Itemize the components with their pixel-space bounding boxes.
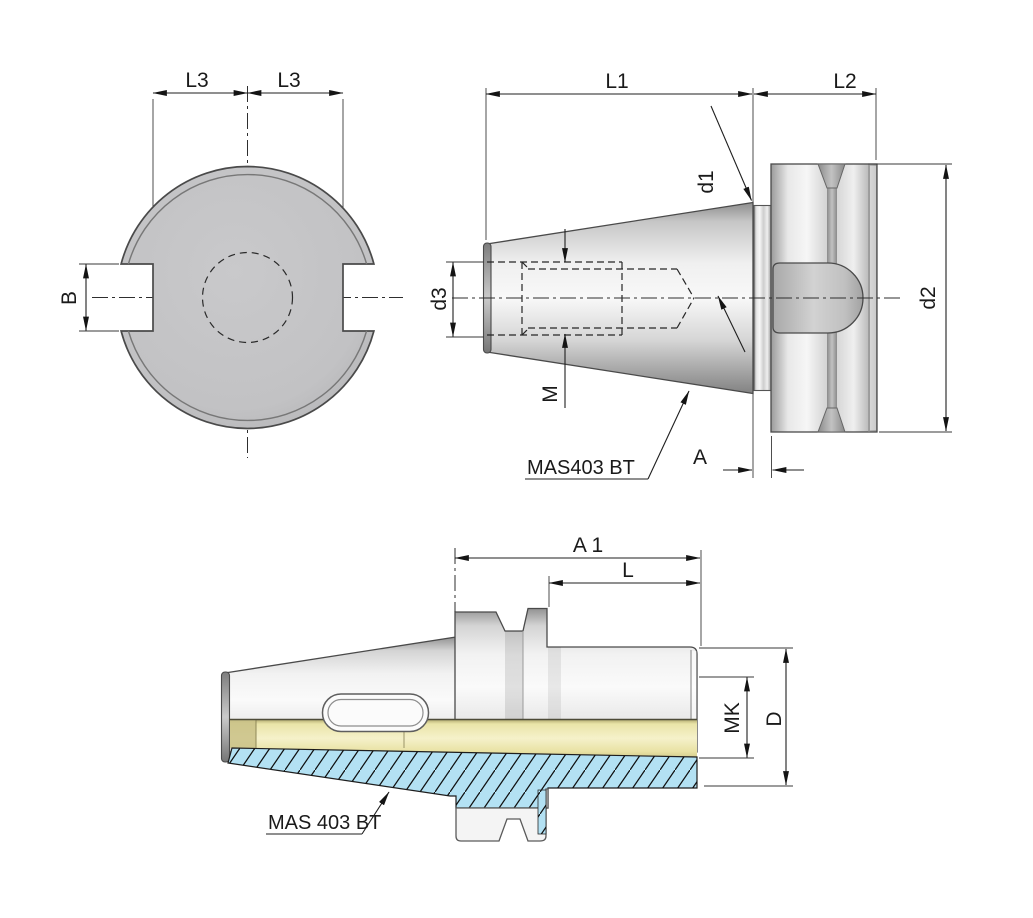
dim-label-m: M: [539, 385, 562, 403]
dim-label-l2: L2: [833, 70, 856, 93]
side-view: L1 L2 d1 d2 d3 M A MAS403 BT: [428, 70, 952, 480]
callout-leader: [647, 390, 690, 480]
section-view: A 1 L MK D MAS 403 BT: [220, 534, 793, 842]
dim-line-d1-upper: [710, 105, 753, 201]
section-taper-face: [220, 671, 231, 763]
dim-label-l: L: [622, 559, 634, 582]
v-groove-top: [817, 163, 846, 189]
dim-label-l3-left: L3: [185, 69, 208, 92]
standard-label-side: MAS403 BT: [527, 457, 635, 479]
dim-label-d3: d3: [428, 287, 451, 310]
dim-label-d: D: [763, 711, 786, 726]
standard-label-section: MAS 403 BT: [268, 812, 381, 834]
section-right-face-highlight: [692, 651, 697, 751]
dim-label-d2: d2: [917, 286, 940, 309]
flange-disc-outline: [119, 165, 376, 430]
callout-leader: [361, 791, 390, 835]
lower-flange-outline: [455, 788, 549, 842]
dim-label-l1: L1: [605, 70, 628, 93]
flange-rim-inner-bottom: [127, 330, 368, 422]
threaded-bore-hidden: [487, 261, 695, 336]
dim-label-a: A: [693, 446, 707, 469]
dim-line-d1-lower: [717, 295, 746, 353]
flange-rim-inner-top: [127, 173, 368, 265]
dim-label-mk: MK: [721, 702, 744, 734]
section-flange-and-body: [454, 607, 698, 753]
tang-slot-outer: [321, 693, 430, 733]
dim-label-b: B: [58, 291, 81, 305]
tang-slot-inner: [327, 698, 424, 727]
front-view: L3 L3 B: [58, 69, 403, 458]
bore-entry-chamfer: [230, 719, 256, 748]
v-groove-bottom: [817, 407, 846, 433]
lower-flange-cut-sliver: [537, 789, 547, 835]
dim-label-a1: A 1: [573, 534, 603, 557]
dim-label-d1: d1: [695, 170, 718, 193]
section-cut-hatch: [228, 748, 697, 808]
dim-label-l3-right: L3: [277, 69, 300, 92]
pilot-bore-hidden-circle: [201, 251, 294, 344]
